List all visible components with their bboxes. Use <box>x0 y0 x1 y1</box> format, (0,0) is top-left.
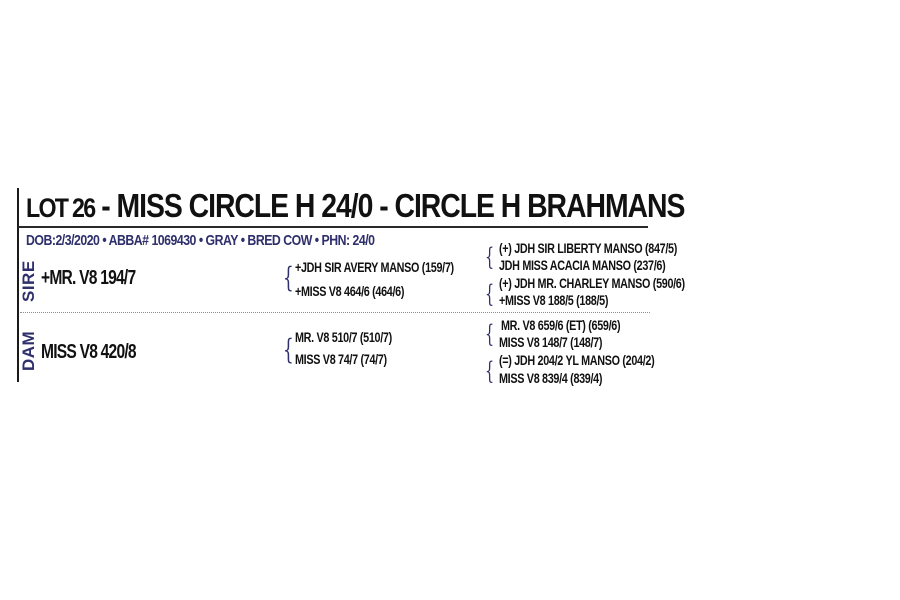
lot-title-text: - MISS CIRCLE H 24/0 - CIRCLE H BRAHMANS <box>94 187 685 224</box>
dam-dam: MISS V8 74/7 (74/7) <box>295 352 387 367</box>
brace-icon: { <box>485 320 495 348</box>
sire-dam-dam: +MISS V8 188/5 (188/5) <box>499 293 609 308</box>
dam-sire: MR. V8 510/7 (510/7) <box>295 330 392 345</box>
dam-name: MISS V8 420/8 <box>41 341 137 363</box>
title-underline <box>18 226 648 228</box>
sire-section-label: SIRE <box>19 260 38 302</box>
brace-icon: { <box>485 357 495 385</box>
sire-sire-sire: (+) JDH SIR LIBERTY MANSO (847/5) <box>499 241 677 256</box>
sire-dam: +MISS V8 464/6 (464/6) <box>295 284 405 299</box>
sire-dam-sire: (+) JDH MR. CHARLEY MANSO (590/6) <box>499 276 685 291</box>
sire-sire-dam: JDH MISS ACACIA MANSO (237/6) <box>499 258 666 273</box>
lot-number: LOT 26 <box>26 193 96 223</box>
lot-title: LOT 26 - MISS CIRCLE H 24/0 - CIRCLE H B… <box>26 186 685 228</box>
sire-name: +MR. V8 194/7 <box>41 267 136 289</box>
brace-icon: { <box>485 243 495 271</box>
dam-dam-sire: (=) JDH 204/2 YL MANSO (204/2) <box>499 353 655 368</box>
brace-icon: { <box>283 333 294 366</box>
dam-section-label: DAM <box>19 330 38 371</box>
left-rule <box>17 188 19 382</box>
dam-sire-dam: MISS V8 148/7 (148/7) <box>499 335 603 350</box>
sire-sire: +JDH SIR AVERY MANSO (159/7) <box>295 260 454 275</box>
lot-info-line: DOB:2/3/2020 • ABBA# 1069430 • GRAY • BR… <box>26 232 375 249</box>
dam-dam-dam: MISS V8 839/4 (839/4) <box>499 371 603 386</box>
section-divider <box>20 312 650 313</box>
brace-icon: { <box>283 261 294 294</box>
brace-icon: { <box>485 280 495 308</box>
dam-sire-sire: MR. V8 659/6 (ET) (659/6) <box>501 318 621 333</box>
